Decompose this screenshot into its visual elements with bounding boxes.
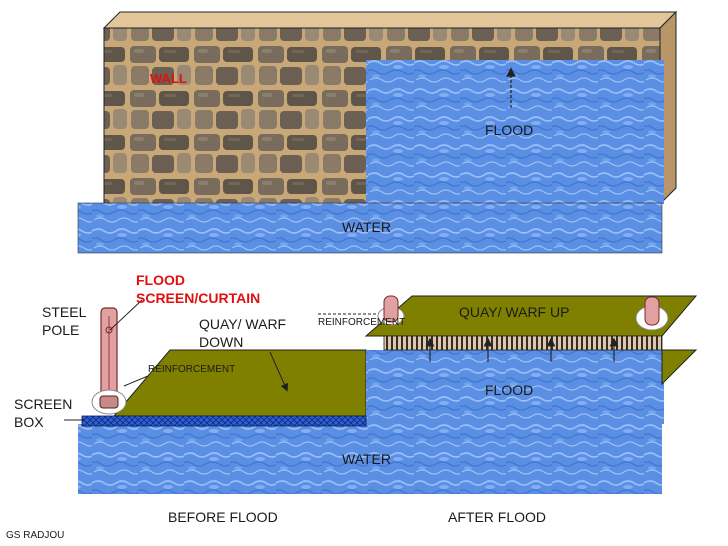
after-flood-caption: AFTER FLOOD [448,509,547,525]
flood-platform-right-edge [661,349,698,386]
water-base-bottom [78,424,662,494]
quay-down-label-line2: DOWN [199,334,244,350]
flood-screen-label-line2: SCREEN/CURTAIN [136,290,261,306]
lift-arrows [425,337,619,362]
water-label-bottom: WATER [342,451,391,467]
steel-pole-label-line2: POLE [42,322,80,338]
flood-water-bottom [366,350,664,424]
reinforcement-bar-up [383,335,663,351]
quay-up-label: QUAY/ WARF UP [459,304,570,320]
screen-grate-bottom [81,415,367,427]
water-base-top [77,202,663,254]
reinforcement-label-left: REINFORCEMENT [148,364,236,375]
steel-pole-label-line1: STEEL [42,304,87,320]
wall-label: WALL [150,71,187,86]
author-credit: GS RADJOU [6,530,65,541]
leader-lines [64,299,376,421]
screen-box-label-line1: SCREEN [14,396,73,412]
flood-water-top [366,60,664,204]
screen-box-label-line2: BOX [14,414,44,430]
small-pole-up [377,295,405,326]
flood-screen-label-line1: FLOOD [136,272,185,288]
before-flood-caption: BEFORE FLOOD [168,509,278,525]
quay-down-platform [112,349,367,417]
reinforcement-label-right: REINFORCEMENT [318,317,406,328]
flood-label-top: FLOOD [485,122,534,138]
quay-down-label-line1: QUAY/ WARF [199,316,287,332]
flood-label-bottom: FLOOD [485,382,534,398]
water-label-top: WATER [342,219,391,235]
bollard-right [635,296,669,331]
screen-box [91,389,127,415]
